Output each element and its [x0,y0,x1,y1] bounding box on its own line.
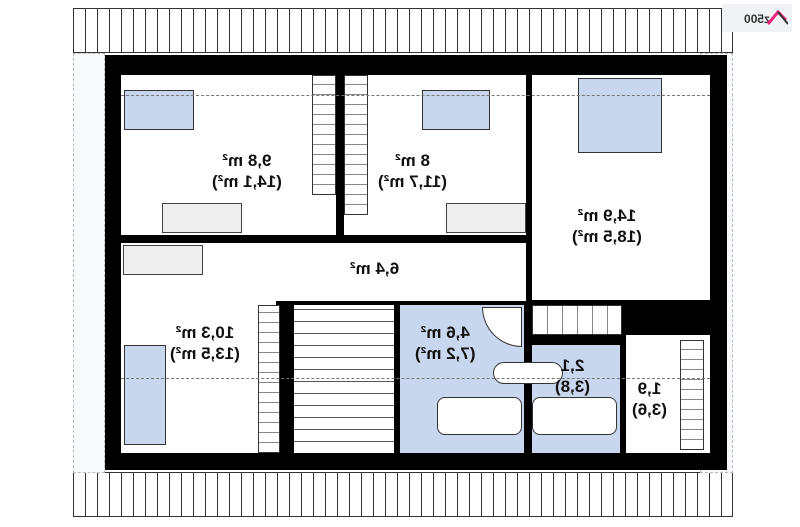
gross-area: (3,8) [555,377,590,396]
desk [123,245,203,275]
area: 6,4 m² [350,259,400,278]
gross-area: (18,5 m²) [572,227,642,246]
desk [446,203,526,233]
shower [482,307,522,347]
gross-area: (7,2 m²) [415,344,476,363]
roof-logo-icon [766,9,788,25]
room-label: 10,3 m² (13,5 m²) [170,322,240,364]
roof-slope-line [121,95,710,96]
roof-bottom [73,472,733,517]
bed [124,90,194,130]
room-label: 6,4 m² [350,258,399,279]
gross-area: (14,1 m²) [212,172,282,191]
bathtub [532,397,617,435]
toilet [493,362,563,384]
gross-area: (11,7 m²) [378,172,447,191]
wardrobe [680,340,704,450]
area: 1,9 [637,379,662,398]
bed [124,345,166,445]
area: 9,8 m² [222,151,272,170]
room-label: 8 m² (11,7 m²) [378,150,447,192]
double-bed [578,78,662,153]
roof-top [73,8,733,53]
eave-left [73,53,105,473]
gross-area: (13,5 m²) [170,344,240,363]
area: 14,9 m² [577,206,637,225]
room-label: 1,9 (3,6) [632,378,667,420]
room-label: 9,8 m² (14,1 m²) [212,150,282,192]
room-stairs [294,305,394,453]
wardrobe [258,305,280,453]
wardrobe [344,75,368,215]
area: 2,1 [560,356,585,375]
roof-slope-line [121,378,710,379]
logo: z500 [722,4,792,32]
room-label: 4,6 m² (7,2 m²) [415,322,475,364]
wardrobe [312,75,336,195]
gross-area: (3,6) [632,400,667,419]
area: 8 m² [395,151,430,170]
area: 10,3 m² [175,323,235,342]
room-label: 2,1 (3,8) [555,355,590,397]
bed [422,90,490,130]
bathtub [437,397,522,435]
area: 4,6 m² [420,323,470,342]
desk [162,203,242,233]
wardrobe [532,305,622,335]
room-label: 14,9 m² (18,5 m²) [572,205,642,247]
